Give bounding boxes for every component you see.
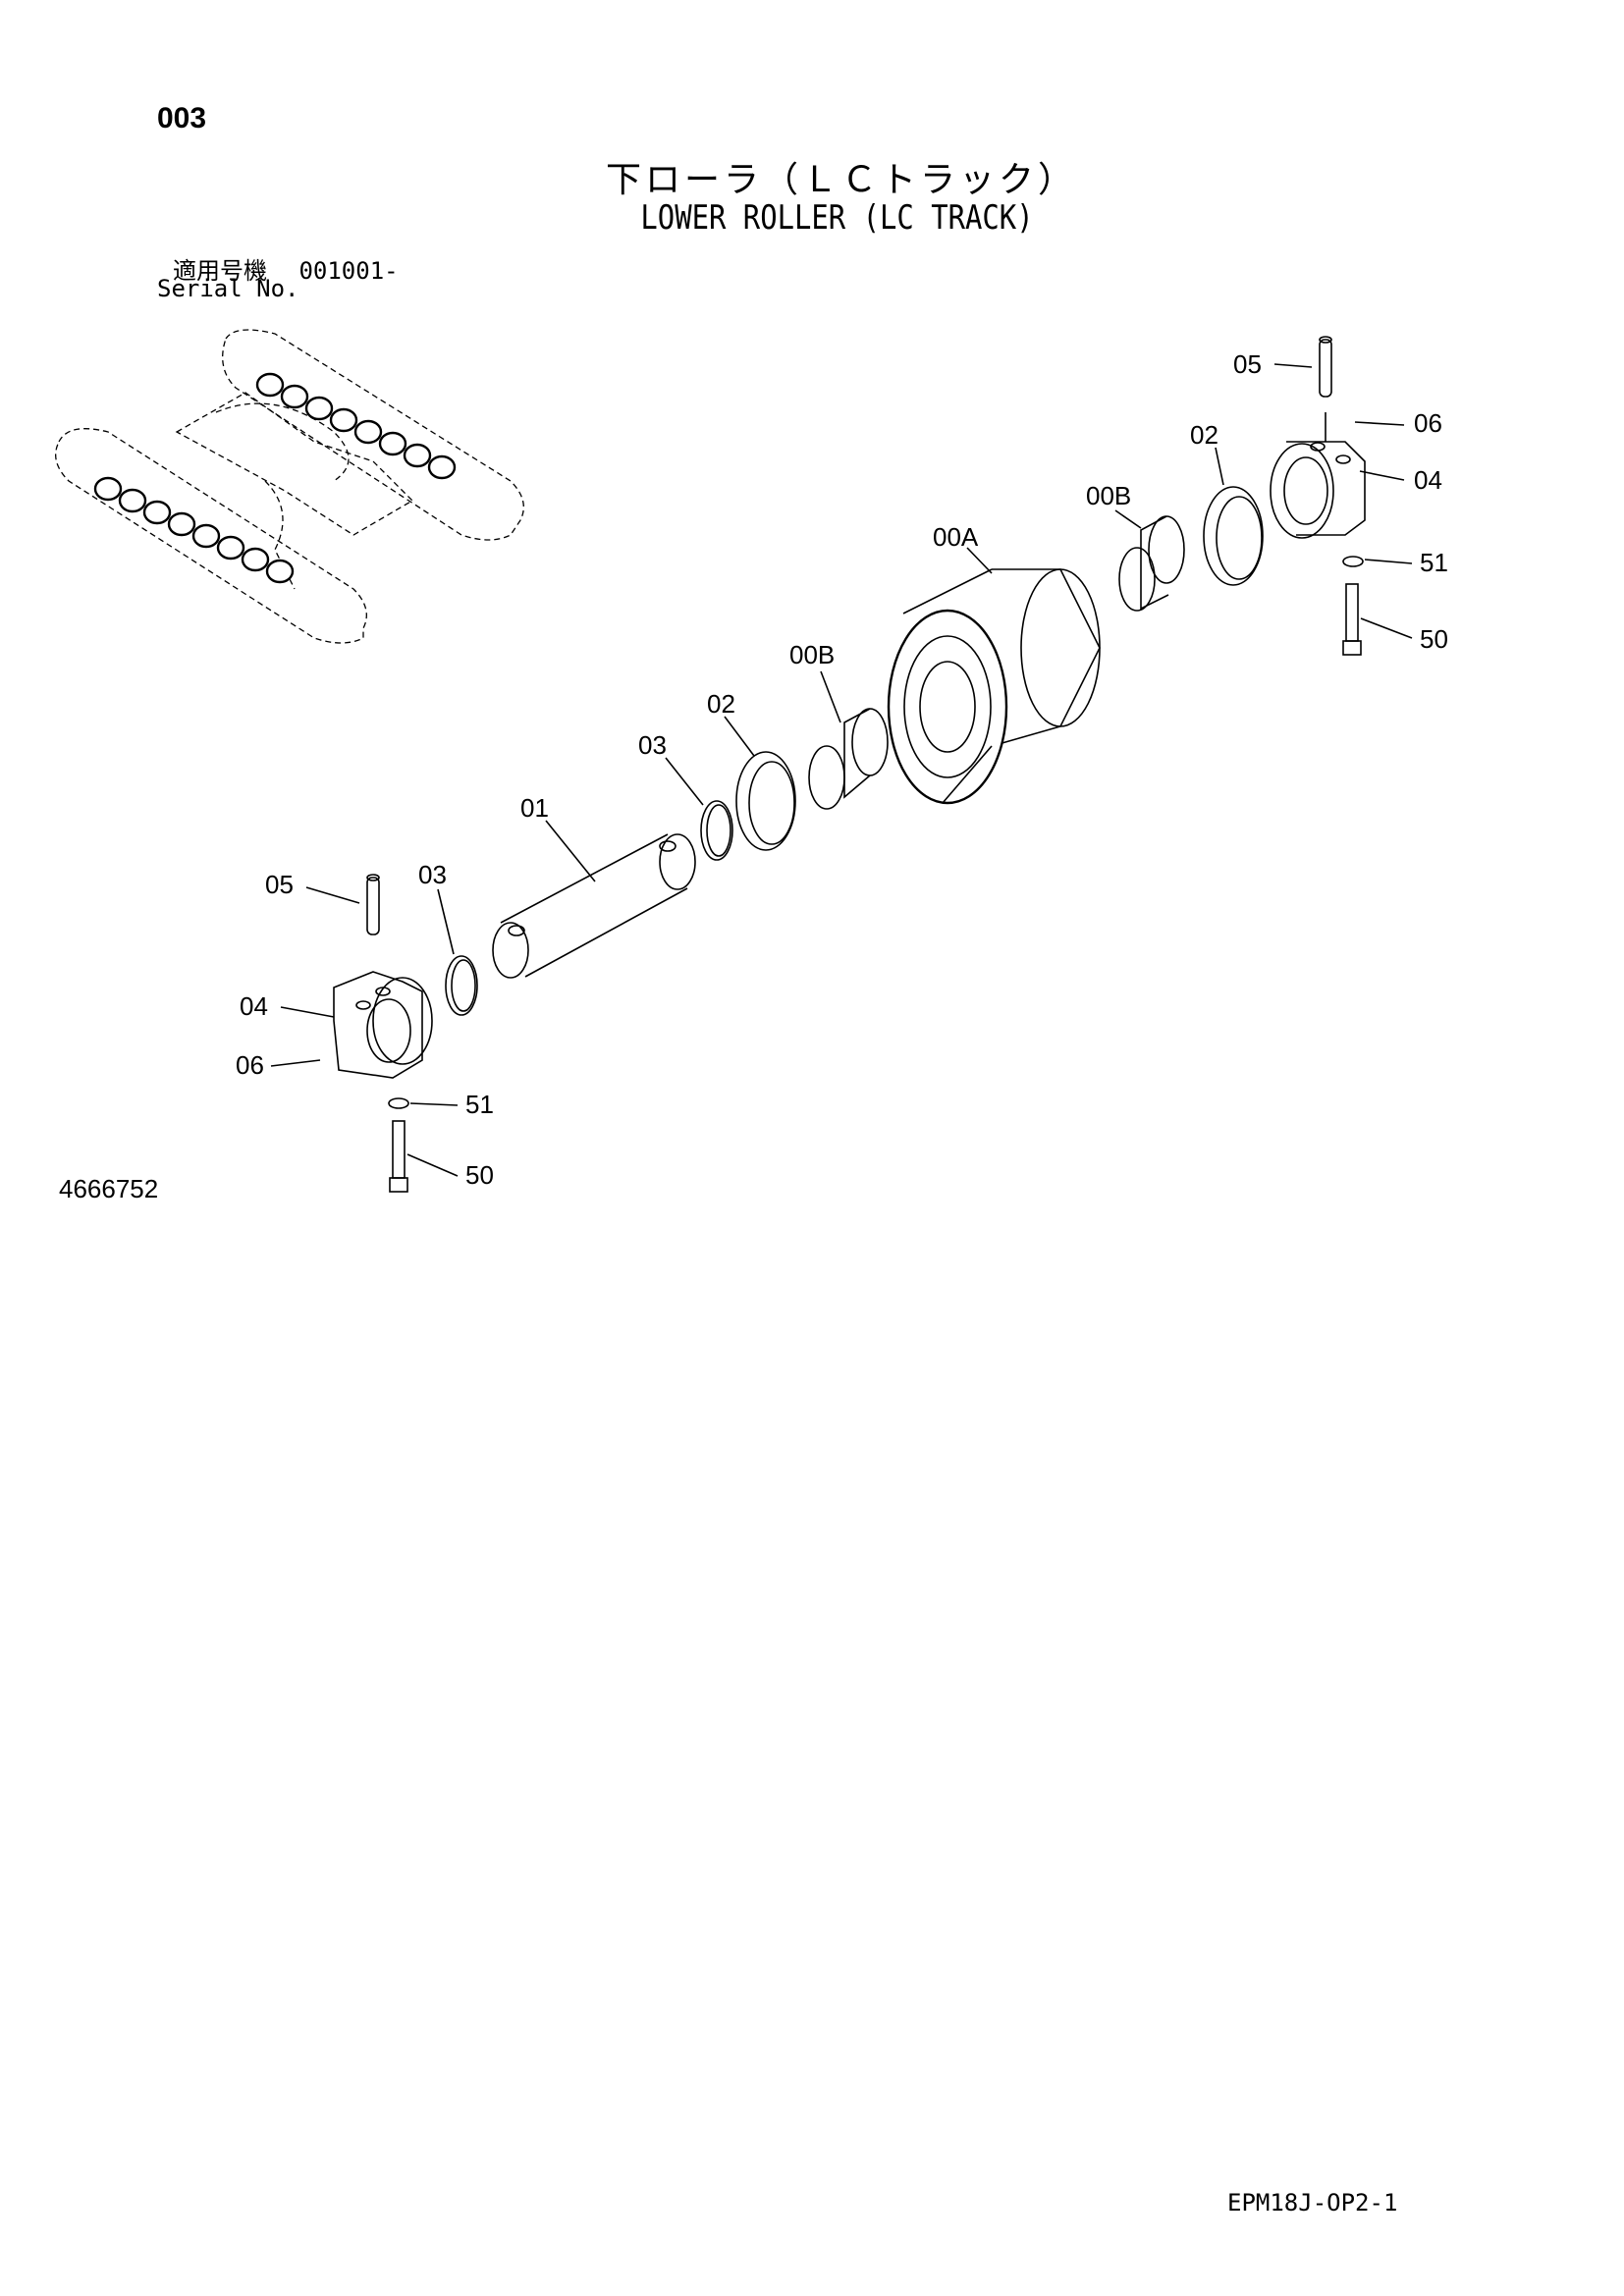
part-roller-body: [887, 568, 1101, 805]
track-frame-thumbnail: [55, 329, 524, 644]
part-bushing-right: [1118, 515, 1185, 612]
page-title-japanese: 下ローラ（ＬＣトラック）: [605, 160, 1077, 200]
callout-02-left: 02: [707, 689, 735, 719]
track-rollers: [93, 372, 457, 584]
part-washer-bolt-right: [1342, 556, 1364, 656]
callout-50-left: 50: [465, 1160, 494, 1190]
serial-value: 001001-: [298, 257, 399, 285]
drawing-number: 4666752: [59, 1174, 159, 1203]
callout-50-right: 50: [1420, 624, 1448, 654]
callout-00B-left: 00B: [789, 640, 835, 669]
callout-51-left: 51: [465, 1090, 494, 1119]
part-pin-right: [1319, 336, 1332, 398]
page-title-english: LOWER ROLLER (LC TRACK): [640, 198, 1034, 238]
part-oring-left: [445, 955, 478, 1016]
part-shaft: [492, 833, 696, 979]
callout-02-right: 02: [1190, 420, 1218, 450]
part-bracket-left: [333, 971, 433, 1079]
serial-row-japanese: 適用号機 001001-: [173, 251, 399, 286]
part-seal-left: [735, 751, 796, 851]
callout-06-left: 06: [236, 1050, 264, 1080]
callout-04-left: 04: [240, 991, 268, 1021]
part-pin-left: [366, 874, 380, 935]
part-oring-center: [700, 800, 733, 861]
callout-03-left: 03: [418, 860, 447, 889]
callout-03-center: 03: [638, 730, 667, 760]
page-number: 003: [157, 102, 207, 134]
serial-label-english: Serial No.: [157, 275, 299, 302]
callout-00B-right: 00B: [1086, 481, 1131, 510]
callout-51-right: 51: [1420, 548, 1448, 577]
part-seal-right: [1203, 486, 1264, 586]
sheet-code: EPM18J-OP2-1: [1227, 2189, 1398, 2216]
callout-05-right: 05: [1233, 349, 1262, 379]
callout-05-left: 05: [265, 870, 294, 899]
leader-lines: [270, 363, 1413, 1177]
part-washer-bolt-left: [388, 1097, 409, 1193]
callout-06-right: 06: [1414, 408, 1442, 438]
callout-04-right: 04: [1414, 465, 1442, 495]
part-bushing-left: [808, 708, 889, 810]
callout-00A: 00A: [933, 522, 979, 552]
callout-01: 01: [520, 793, 549, 823]
part-bracket-right: [1270, 412, 1366, 539]
serial-label-japanese: 適用号機: [173, 257, 267, 285]
